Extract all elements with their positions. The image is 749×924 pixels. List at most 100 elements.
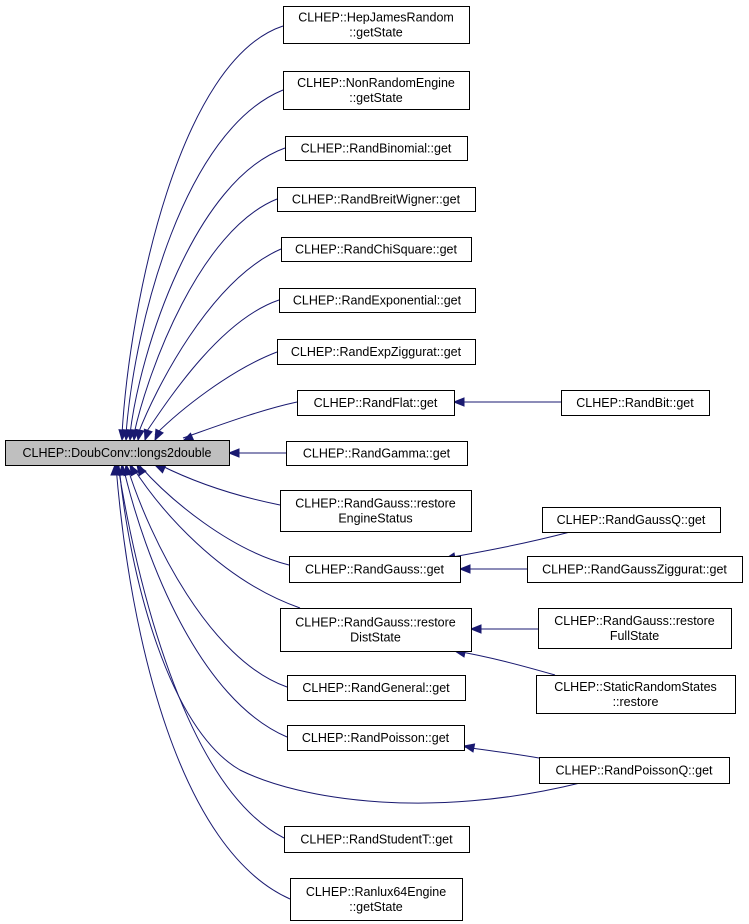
edge-rgget-to-root bbox=[139, 465, 290, 566]
node-label: CLHEP::RandBreitWigner::get bbox=[292, 193, 461, 207]
node-rexz[interactable]: CLHEP::RandExpZiggurat::get bbox=[277, 339, 476, 365]
arrowhead-rchi-to-root bbox=[135, 428, 145, 442]
edge-rst-to-root bbox=[117, 465, 285, 839]
node-label: CLHEP::Ranlux64Engine bbox=[306, 885, 446, 899]
edge-rpq-to-root bbox=[118, 465, 581, 804]
arrowhead-rgfs-to-rgds bbox=[469, 624, 482, 634]
node-label: CLHEP::RandBit::get bbox=[576, 396, 694, 410]
arrowhead-rgds-to-root bbox=[129, 463, 140, 477]
edge-nre-to-root bbox=[125, 89, 284, 435]
root-node[interactable]: CLHEP::DoubConv::longs2double bbox=[5, 440, 230, 466]
node-label: EngineStatus bbox=[338, 512, 412, 526]
node-label: ::restore bbox=[613, 695, 659, 709]
node-label: FullState bbox=[610, 629, 659, 643]
node-box bbox=[283, 71, 470, 110]
edge-rgq-to-rgget bbox=[446, 531, 571, 559]
node-label: CLHEP::RandExpZiggurat::get bbox=[291, 345, 462, 359]
node-rbit[interactable]: CLHEP::RandBit::get bbox=[561, 390, 710, 416]
node-rst[interactable]: CLHEP::RandStudentT::get bbox=[284, 826, 470, 853]
edge-rexp-to-root bbox=[144, 299, 280, 435]
node-label: CLHEP::HepJamesRandom bbox=[298, 11, 454, 25]
node-label: CLHEP::RandPoissonQ::get bbox=[555, 764, 713, 778]
node-box bbox=[536, 675, 736, 714]
arrowhead-rexp-to-root bbox=[143, 428, 153, 442]
node-box bbox=[285, 136, 468, 161]
node-srs[interactable]: CLHEP::StaticRandomStates::restore bbox=[536, 675, 736, 714]
node-label: CLHEP::RandGaussZiggurat::get bbox=[542, 563, 727, 577]
node-box bbox=[527, 556, 743, 583]
node-rexp[interactable]: CLHEP::RandExponential::get bbox=[279, 288, 476, 313]
node-box bbox=[277, 187, 476, 212]
edge-rgen-to-root bbox=[126, 465, 288, 688]
edge-rl64-to-root bbox=[115, 465, 291, 900]
edge-rpq-to-rpois bbox=[463, 746, 540, 759]
node-box bbox=[538, 608, 732, 649]
node-label: CLHEP::RandBinomial::get bbox=[301, 142, 452, 156]
node-box bbox=[277, 339, 476, 365]
node-label: CLHEP::RandPoisson::get bbox=[302, 731, 450, 745]
node-label: CLHEP::RandStudentT::get bbox=[300, 833, 453, 847]
node-rpq[interactable]: CLHEP::RandPoissonQ::get bbox=[539, 757, 730, 784]
node-rchi[interactable]: CLHEP::RandChiSquare::get bbox=[281, 237, 472, 262]
node-box bbox=[284, 826, 470, 853]
node-label: CLHEP::RandGamma::get bbox=[303, 447, 451, 461]
node-label: CLHEP::RandExponential::get bbox=[293, 294, 462, 308]
edges bbox=[110, 25, 581, 900]
arrowhead-rl64-to-root bbox=[110, 463, 120, 476]
node-box bbox=[539, 757, 730, 784]
node-box bbox=[5, 440, 230, 466]
node-box bbox=[542, 507, 721, 533]
node-rgen[interactable]: CLHEP::RandGeneral::get bbox=[287, 675, 466, 701]
node-rbin[interactable]: CLHEP::RandBinomial::get bbox=[285, 136, 468, 161]
node-label: CLHEP::RandFlat::get bbox=[314, 396, 438, 410]
node-label: CLHEP::RandChiSquare::get bbox=[295, 243, 457, 257]
node-label: ::getState bbox=[349, 26, 403, 40]
node-rl64[interactable]: CLHEP::Ranlux64Engine::getState bbox=[290, 878, 463, 921]
node-label: CLHEP::RandGauss::get bbox=[305, 563, 444, 577]
node-box bbox=[287, 725, 465, 751]
node-box bbox=[283, 6, 470, 44]
arrowhead-rgget-to-root bbox=[136, 463, 147, 477]
arrowhead-rpq-to-rpois bbox=[462, 743, 476, 753]
edge-rges-to-root bbox=[159, 464, 281, 506]
node-label: CLHEP::RandGeneral::get bbox=[302, 681, 450, 695]
node-label: ::getState bbox=[349, 900, 403, 914]
edge-rexz-to-root bbox=[154, 351, 278, 436]
node-box bbox=[279, 288, 476, 313]
node-box bbox=[280, 490, 472, 532]
edge-rflat-to-root bbox=[182, 401, 298, 439]
node-box bbox=[561, 390, 710, 416]
node-rgq[interactable]: CLHEP::RandGaussQ::get bbox=[542, 507, 721, 533]
edge-rchi-to-root bbox=[137, 248, 282, 435]
node-label: CLHEP::RandGauss::restore bbox=[554, 614, 715, 628]
arrowhead-rges-to-root bbox=[153, 464, 167, 474]
node-box bbox=[280, 608, 472, 652]
arrowhead-rgz-to-rgget bbox=[458, 564, 471, 574]
edge-rbw-to-root bbox=[133, 198, 278, 435]
node-box bbox=[289, 556, 461, 583]
node-rgz[interactable]: CLHEP::RandGaussZiggurat::get bbox=[527, 556, 743, 583]
node-rpois[interactable]: CLHEP::RandPoisson::get bbox=[287, 725, 465, 751]
node-box bbox=[281, 237, 472, 262]
node-rbw[interactable]: CLHEP::RandBreitWigner::get bbox=[277, 187, 476, 212]
node-rflat[interactable]: CLHEP::RandFlat::get bbox=[297, 390, 455, 416]
edge-rgds-to-root bbox=[131, 465, 301, 609]
node-label: CLHEP::RandGauss::restore bbox=[295, 497, 456, 511]
node-label: CLHEP::NonRandomEngine bbox=[297, 76, 455, 90]
node-box bbox=[287, 675, 466, 701]
node-label: CLHEP::StaticRandomStates bbox=[554, 680, 717, 694]
node-label: CLHEP::RandGauss::restore bbox=[295, 616, 456, 630]
edge-rpois-to-root bbox=[122, 465, 288, 738]
node-hjr[interactable]: CLHEP::HepJamesRandom::getState bbox=[283, 6, 470, 44]
node-box bbox=[297, 390, 455, 416]
node-rgget[interactable]: CLHEP::RandGauss::get bbox=[289, 556, 461, 583]
node-rgam[interactable]: CLHEP::RandGamma::get bbox=[286, 441, 468, 466]
node-nre[interactable]: CLHEP::NonRandomEngine::getState bbox=[283, 71, 470, 110]
edge-srs-to-rgds bbox=[455, 650, 556, 676]
node-label: DistState bbox=[350, 631, 401, 645]
node-label: ::getState bbox=[349, 91, 403, 105]
